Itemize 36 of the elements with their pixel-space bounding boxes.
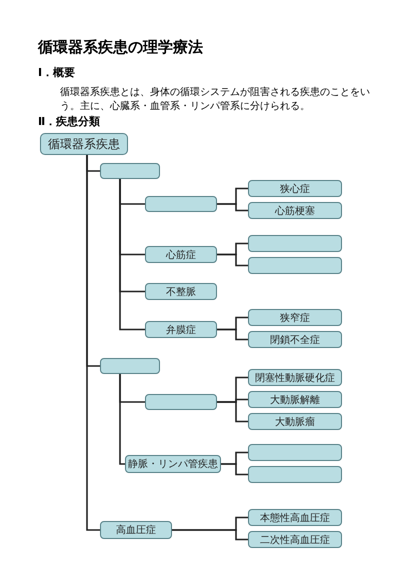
category-box: 弁膜症 [145,321,217,338]
category-box: 閉塞性動脈硬化症 [248,369,342,386]
connector-line [217,254,248,266]
category-box: 高血圧症 [100,521,172,539]
empty-box [145,196,217,212]
category-box: 閉鎖不全症 [248,331,342,348]
connector-line [119,179,145,330]
category-box: 静脈・リンパ管疾患 [125,455,221,473]
category-box: 本態性高血圧症 [248,509,342,526]
section-heading: Ⅱ．疾患分類 [38,115,102,130]
category-box: 大動脈瘤 [248,413,342,430]
empty-box [100,358,160,374]
category-box: 狭窄症 [248,309,342,326]
paragraph: 循環器系疾患とは、身体の循環システムが阻害される疾患のことをいう。主に、心臓系・血管系・リンパ管系に分けられる。 [60,86,371,113]
category-box: 不整脈 [145,283,217,300]
empty-box [145,394,217,410]
empty-box [248,257,342,274]
connector-line [119,374,125,465]
empty-box [100,163,160,179]
category-box: 心筋症 [145,246,217,263]
empty-box [248,235,342,252]
connector-line [172,529,248,540]
empty-box [248,466,342,483]
connector-line [217,203,248,212]
category-box: 二次性高血圧症 [248,531,342,548]
connector-line [217,401,248,422]
title: 循環器系疾患の理学療法 [38,38,203,57]
category-box: 狭心症 [248,180,342,197]
connector-line [86,155,100,531]
category-box: 心筋梗塞 [248,202,342,219]
section-heading: Ⅰ．概要 [38,66,76,81]
connector-line [221,463,248,476]
empty-box [248,444,342,461]
category-box: 大動脈解離 [248,391,342,408]
connector-line [217,328,248,340]
root-box: 循環器系疾患 [40,133,128,155]
